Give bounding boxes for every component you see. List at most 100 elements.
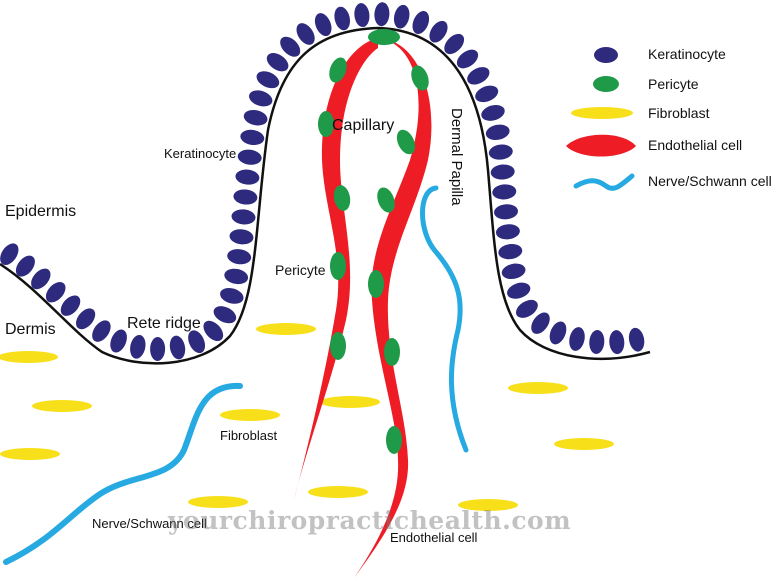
keratinocyte-cell bbox=[609, 330, 625, 355]
keratinocyte-cell bbox=[507, 282, 531, 299]
pericyte-cell bbox=[377, 187, 395, 213]
keratinocyte-cell bbox=[213, 306, 237, 324]
keratinocyte-cell bbox=[549, 321, 567, 345]
keratinocyte-cell bbox=[456, 49, 479, 69]
nerve-fiber-left bbox=[3, 382, 243, 565]
legend-endothelial-icon bbox=[566, 134, 636, 157]
label-pericyte: Pericyte bbox=[275, 262, 326, 278]
keratinocyte-cell bbox=[240, 129, 265, 146]
keratinocyte-cell bbox=[60, 295, 81, 316]
keratinocyte-cell bbox=[354, 3, 370, 28]
keratinocyte-cell bbox=[488, 144, 513, 160]
keratinocyte-cell bbox=[229, 229, 254, 245]
label-rete-ridge: Rete ridge bbox=[127, 315, 201, 332]
keratinocyte-cell bbox=[45, 281, 66, 303]
keratinocyte-cell bbox=[374, 2, 390, 27]
keratinocyte-cell bbox=[231, 209, 256, 225]
keratinocyte-cell bbox=[266, 53, 289, 72]
keratinocyte-cell bbox=[314, 13, 332, 37]
label-keratinocyte: Keratinocyte bbox=[164, 146, 237, 161]
fibroblast-cell bbox=[308, 486, 368, 498]
keratinocyte-cell bbox=[498, 243, 523, 260]
keratinocyte-cell bbox=[233, 189, 258, 205]
fibroblast-cell bbox=[458, 499, 518, 511]
pericyte-cell bbox=[333, 185, 351, 211]
keratinocyte-cell bbox=[569, 327, 585, 351]
keratinocyte-cell bbox=[130, 334, 146, 359]
fibroblast-cell bbox=[32, 400, 92, 412]
pericyte-cell bbox=[330, 252, 346, 280]
keratinocyte-cell bbox=[0, 243, 19, 265]
label-capillary: Capillary bbox=[332, 117, 395, 134]
keratinocyte-cell bbox=[249, 90, 273, 107]
keratinocyte-cell bbox=[280, 36, 301, 57]
keratinocyte-cells bbox=[0, 2, 645, 361]
keratinocyte-cell bbox=[494, 204, 518, 220]
keratinocyte-cell bbox=[467, 67, 490, 85]
pericyte-cell bbox=[329, 57, 347, 83]
keratinocyte-cell bbox=[475, 85, 499, 103]
keratinocyte-cell bbox=[490, 164, 515, 180]
legend-nerve-icon bbox=[573, 173, 635, 191]
pericyte-cell bbox=[318, 111, 334, 137]
keratinocyte-cell bbox=[444, 33, 465, 55]
pericyte-cell bbox=[386, 426, 402, 454]
keratinocyte-cell bbox=[495, 224, 520, 240]
legend-fibroblast-icon bbox=[571, 107, 633, 119]
keratinocyte-cell bbox=[515, 299, 538, 318]
pericyte-cells bbox=[318, 29, 429, 454]
label-dermis: Dermis bbox=[5, 321, 56, 338]
fibroblast-cell bbox=[320, 396, 380, 408]
keratinocyte-cell bbox=[220, 287, 244, 304]
keratinocyte-cell bbox=[227, 249, 252, 265]
pericyte-cell bbox=[396, 129, 416, 155]
endothelial-wall-left bbox=[294, 38, 378, 500]
keratinocyte-cell bbox=[110, 329, 127, 353]
fibroblast-cell bbox=[0, 351, 58, 363]
keratinocyte-cell bbox=[224, 268, 249, 285]
label-endothelial-cell: Endothelial cell bbox=[390, 530, 478, 545]
fibroblast-cell bbox=[554, 438, 614, 450]
keratinocyte-cell bbox=[296, 23, 315, 45]
keratinocyte-cell bbox=[628, 327, 645, 352]
legend-icons bbox=[566, 47, 636, 191]
keratinocyte-cell bbox=[501, 263, 526, 280]
keratinocyte-cell bbox=[75, 308, 96, 330]
keratinocyte-cell bbox=[243, 109, 268, 126]
keratinocyte-cell bbox=[31, 268, 51, 290]
fibroblast-cell bbox=[220, 409, 280, 421]
keratinocyte-cell bbox=[334, 6, 351, 31]
keratinocyte-cell bbox=[589, 330, 605, 354]
pericyte-cell bbox=[368, 270, 384, 298]
keratinocyte-cell bbox=[256, 71, 280, 89]
keratinocyte-cell bbox=[150, 337, 166, 361]
label-dermal-papilla: Dermal Papilla bbox=[448, 108, 465, 206]
endothelial-wall-right bbox=[354, 38, 432, 578]
keratinocyte-cell bbox=[531, 312, 550, 334]
legend-keratinocyte-label: Keratinocyte bbox=[648, 46, 726, 62]
nerve-fiber-right bbox=[420, 185, 469, 453]
fibroblast-cell bbox=[0, 448, 60, 460]
pericyte-cell bbox=[411, 65, 429, 91]
keratinocyte-cell bbox=[393, 4, 410, 29]
keratinocyte-cell bbox=[412, 11, 430, 34]
label-nerve-schwann: Nerve/Schwann cell bbox=[92, 516, 207, 531]
fibroblast-cell bbox=[188, 496, 248, 508]
pericyte-cell bbox=[384, 338, 400, 366]
fibroblast-cell bbox=[508, 382, 568, 394]
keratinocyte-cell bbox=[92, 320, 111, 342]
legend-keratinocyte-icon bbox=[594, 47, 618, 63]
fibroblast-cells bbox=[0, 323, 614, 511]
pericyte-cell bbox=[330, 332, 346, 360]
keratinocyte-cell bbox=[235, 169, 260, 185]
keratinocyte-cell bbox=[485, 124, 510, 141]
keratinocyte-cell bbox=[481, 104, 505, 121]
keratinocyte-cell bbox=[169, 335, 186, 360]
legend-pericyte-label: Pericyte bbox=[648, 76, 699, 92]
nerve-fibers bbox=[3, 185, 469, 565]
fibroblast-cell bbox=[256, 323, 316, 335]
legend-pericyte-icon bbox=[593, 76, 619, 92]
keratinocyte-cell bbox=[203, 320, 224, 342]
label-fibroblast: Fibroblast bbox=[220, 428, 278, 443]
